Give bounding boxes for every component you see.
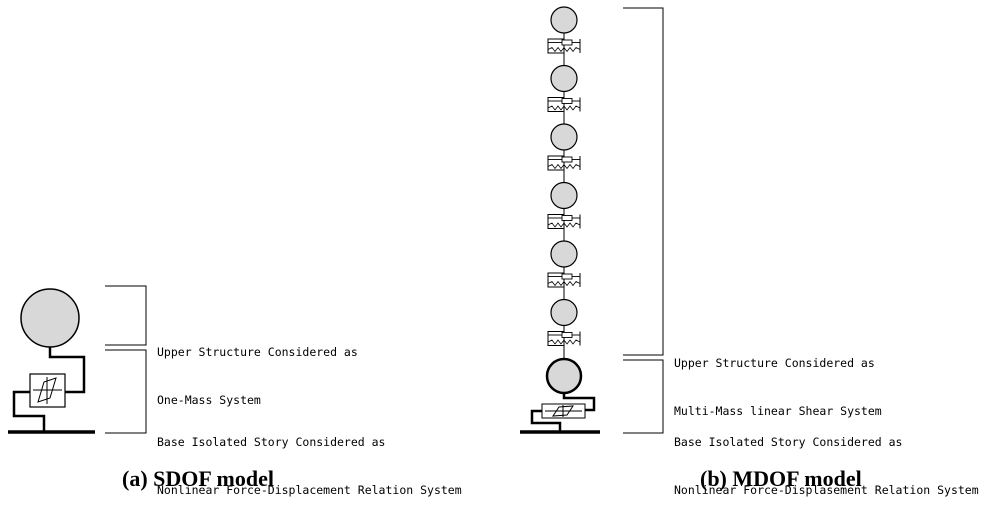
sdof-mass (20, 288, 80, 348)
mdof-spring-frame (547, 97, 564, 112)
mdof-upper-label: Upper Structure Considered as Multi-Mass… (674, 323, 882, 435)
mdof-base-label-line-1: Base Isolated Story Considered as (674, 435, 903, 449)
diagram-canvas (8, 6, 664, 434)
mdof-spring (547, 339, 581, 345)
mdof-spring-frame (547, 214, 564, 229)
mdof-damper (561, 39, 573, 46)
sdof-upper-label-line-2: One-Mass System (157, 393, 261, 407)
mdof-damper (561, 98, 573, 104)
mdof-base-label: Base Isolated Story Considered as Nonlin… (674, 402, 979, 514)
sdof-connector (48, 347, 86, 394)
mdof-mass (550, 6, 578, 34)
mdof-hysteresis-icon (545, 405, 582, 417)
mdof-spring (547, 222, 581, 228)
sdof-hysteresis-icon (33, 377, 62, 404)
mdof-mass (550, 240, 578, 268)
sdof-model (8, 285, 147, 434)
sdof-base-bracket (105, 349, 147, 434)
mdof-mass (550, 298, 578, 327)
sdof-isolator-box (29, 373, 66, 408)
mdof-spring-frame (547, 331, 564, 346)
sdof-base-label: Base Isolated Story Considered as Nonlin… (157, 402, 462, 514)
sdof-caption: (a) SDOF model (122, 466, 274, 491)
mdof-model (520, 6, 664, 434)
mdof-mass (550, 64, 578, 93)
mdof-spring (547, 280, 581, 287)
mdof-damper (561, 156, 573, 163)
mdof-base-mass (545, 357, 583, 395)
mdof-stack (547, 6, 581, 346)
mdof-base-connector (530, 409, 562, 431)
mdof-caption: (b) MDOF model (700, 466, 862, 491)
mdof-damper (561, 215, 573, 221)
mdof-upper-label-line-1: Upper Structure Considered as (674, 356, 875, 370)
sdof-upper-label-line-1: Upper Structure Considered as (157, 345, 358, 359)
mdof-spring (547, 163, 581, 170)
sdof-base-label-line-1: Base Isolated Story Considered as (157, 435, 386, 449)
mdof-mass (550, 181, 578, 210)
mdof-connector (562, 393, 596, 412)
mdof-base-bracket (623, 359, 664, 434)
mdof-base-label-line-2: Nonlinear Force-Displasement Relation Sy… (674, 483, 979, 497)
mdof-mass (550, 123, 578, 151)
sdof-upper-bracket (105, 285, 147, 346)
sdof-base-connector (12, 390, 46, 431)
mdof-spring-frame (547, 155, 564, 171)
sdof-base-label-line-2: Nonlinear Force-Displacement Relation Sy… (157, 483, 462, 497)
mdof-upper-bracket (623, 7, 664, 356)
mdof-upper-label-line-2: Multi-Mass linear Shear System (674, 404, 882, 418)
mdof-spring-frame (547, 272, 564, 288)
mdof-spring (547, 105, 581, 111)
sdof-upper-label: Upper Structure Considered as One-Mass S… (157, 312, 358, 424)
mdof-spring-frame (547, 38, 564, 54)
mdof-damper (561, 273, 573, 280)
mdof-damper (561, 332, 573, 338)
mdof-spring (547, 46, 581, 53)
